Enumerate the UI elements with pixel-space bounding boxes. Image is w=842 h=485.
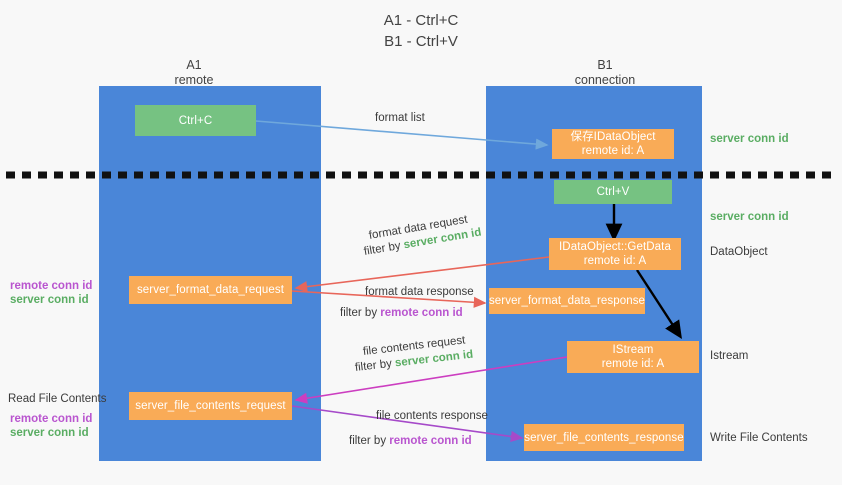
note-read-file-contents: Read File Contents (8, 393, 107, 405)
node-ctrl-v-label: Ctrl+V (596, 186, 630, 198)
column-b1-subtitle: connection (574, 73, 636, 87)
node-server-file-contents-response[interactable]: server_file_contents_response (524, 424, 684, 451)
column-header-b1: B1 connection (535, 58, 675, 88)
node-getdata-sub: remote id: A (583, 255, 647, 267)
note-dataobject: DataObject (710, 246, 768, 258)
node-save-idataobject-label: 保存IDataObject (570, 131, 656, 143)
filter-prefix: filter by (349, 435, 390, 447)
node-istream[interactable]: IStream remote id: A (567, 341, 699, 373)
note-server-conn-id-top: server conn id (710, 133, 789, 145)
diagram-title: A1 - Ctrl+C B1 - Ctrl+V (0, 10, 842, 52)
note-conn-ids-lower: remote conn id server conn id (10, 412, 92, 440)
edge-label-file-contents-response-filter: filter by remote conn id (349, 434, 472, 448)
node-istream-sub: remote id: A (601, 358, 665, 370)
note-remote-conn-id: remote conn id (10, 280, 93, 292)
node-istream-label: IStream (612, 344, 654, 356)
node-getdata-label: IDataObject::GetData (559, 241, 671, 253)
note-write-file-contents: Write File Contents (710, 432, 808, 444)
note-server-conn-id: server conn id (10, 427, 89, 439)
node-server-format-data-request-label: server_format_data_request (136, 284, 285, 296)
node-server-format-data-request[interactable]: server_format_data_request (129, 276, 292, 304)
filter-prefix: filter by (340, 307, 381, 319)
edge-label-file-contents-response: file contents response (376, 410, 488, 422)
node-server-format-data-response-label: server_format_data_response (488, 295, 646, 307)
note-remote-conn-id: remote conn id (10, 413, 93, 425)
title-line-2: B1 - Ctrl+V (384, 33, 458, 50)
node-server-file-contents-request[interactable]: server_file_contents_request (129, 392, 292, 420)
node-server-file-contents-response-label: server_file_contents_response (524, 431, 684, 444)
filter-prefix: filter by (354, 357, 396, 374)
edge-label-format-list: format list (375, 112, 425, 124)
node-ctrl-v[interactable]: Ctrl+V (554, 180, 672, 204)
node-getdata[interactable]: IDataObject::GetData remote id: A (549, 238, 681, 270)
filter-key-remote-conn-id: remote conn id (389, 435, 472, 447)
note-server-conn-id: server conn id (10, 294, 89, 306)
column-a1-subtitle: remote (174, 73, 214, 87)
note-server-conn-id-mid: server conn id (710, 211, 789, 223)
column-header-a1: A1 remote (124, 58, 264, 88)
node-save-idataobject[interactable]: 保存IDataObject remote id: A (552, 129, 674, 159)
edge-label-format-data-response-filter: filter by remote conn id (340, 306, 463, 320)
filter-key-remote-conn-id: remote conn id (380, 307, 463, 319)
node-ctrl-c-label: Ctrl+C (178, 114, 213, 127)
note-conn-ids-middle: remote conn id server conn id (10, 279, 92, 307)
node-ctrl-c[interactable]: Ctrl+C (135, 105, 256, 136)
node-server-format-data-response[interactable]: server_format_data_response (489, 288, 645, 314)
node-save-idataobject-sub: remote id: A (581, 145, 645, 157)
node-server-file-contents-request-label: server_file_contents_request (135, 400, 286, 412)
title-line-1: A1 - Ctrl+C (383, 12, 459, 29)
column-b1-name: B1 (597, 58, 613, 72)
column-a1-name: A1 (186, 58, 202, 72)
note-istream: Istream (710, 350, 749, 362)
edge-label-format-data-response: format data response (365, 286, 474, 298)
